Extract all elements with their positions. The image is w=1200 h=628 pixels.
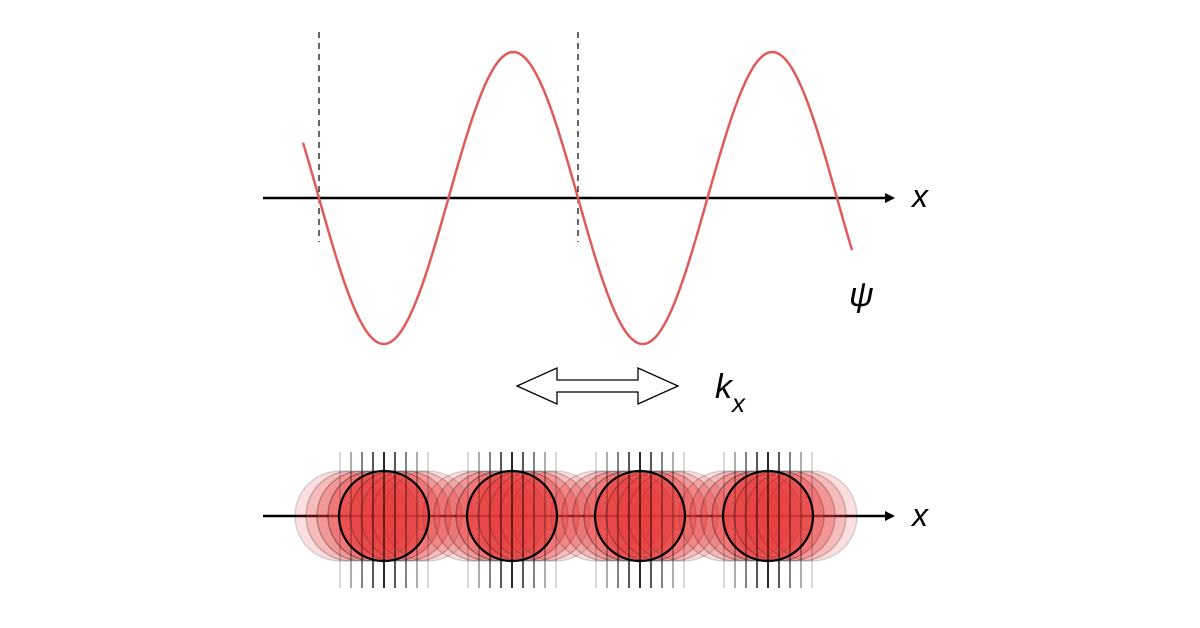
- lattice-panel: x: [263, 452, 929, 588]
- wavevector-subscript: x: [730, 388, 746, 418]
- atom-2: [465, 469, 559, 563]
- bottom-axis-label: x: [910, 497, 929, 533]
- wave-panel: x ψ: [263, 32, 929, 346]
- top-axis-label: x: [910, 178, 929, 214]
- double-arrow-icon: [515, 366, 680, 406]
- wave-symbol-label: ψ: [849, 276, 874, 314]
- atom-4: [721, 469, 815, 563]
- atoms-layer: [294, 452, 858, 588]
- wavevector-label: kx: [715, 368, 746, 418]
- wavevector-indicator: kx: [515, 366, 746, 418]
- atom-3: [593, 469, 687, 563]
- wavevector-main: k: [715, 368, 734, 406]
- wave-curve: [301, 50, 854, 346]
- atom-1: [337, 469, 431, 563]
